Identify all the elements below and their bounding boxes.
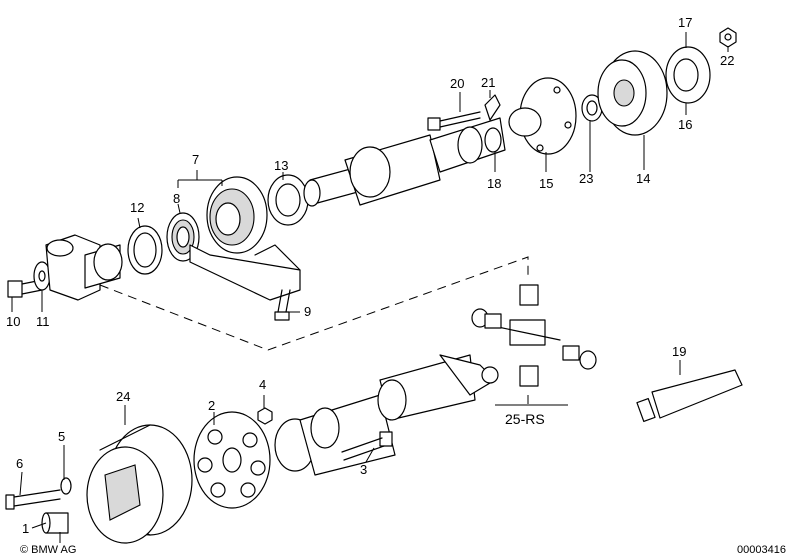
callout-24: 24	[116, 389, 130, 404]
callout-19: 19	[672, 344, 686, 359]
callout-25-rs: 25-RS	[505, 411, 545, 427]
callout-7: 7	[192, 152, 199, 167]
circlip-18	[484, 127, 502, 153]
grease-tube-19	[636, 369, 743, 423]
callout-23: 23	[579, 171, 593, 186]
drawing-number: 00003416	[737, 544, 786, 556]
callout-15: 15	[539, 176, 553, 191]
callout-3: 3	[360, 462, 367, 477]
callout-14: 14	[636, 171, 650, 186]
assembly-boundary-line	[99, 256, 529, 351]
bolt-3	[341, 431, 393, 461]
bolt-10	[7, 279, 43, 298]
nut-4	[257, 407, 273, 425]
callout-12: 12	[130, 200, 144, 215]
callout-6: 6	[16, 456, 23, 471]
ring-13	[267, 174, 309, 226]
coupling-disc-14	[597, 50, 668, 136]
copyright-text: © BMW AG	[20, 544, 76, 556]
flange-15	[508, 77, 577, 155]
flange-yoke	[45, 234, 123, 301]
callout-9: 9	[304, 304, 311, 319]
bolt-6	[5, 489, 61, 510]
bearing-23	[581, 94, 603, 122]
coupling-housing-24	[86, 424, 193, 544]
callout-5: 5	[58, 429, 65, 444]
callout-1: 1	[22, 521, 29, 536]
callout-18: 18	[487, 176, 501, 191]
callout-2: 2	[208, 398, 215, 413]
nut-22	[719, 27, 737, 48]
callout-20: 20	[450, 76, 464, 91]
center-bearing-7	[189, 176, 301, 301]
callout-21: 21	[481, 75, 495, 90]
washer-11	[33, 261, 51, 291]
seal-16	[665, 46, 711, 104]
flex-disc-2	[193, 411, 271, 509]
callout-4: 4	[259, 377, 266, 392]
callout-8: 8	[173, 191, 180, 206]
propeller-shaft-tube	[274, 354, 499, 476]
callout-16: 16	[678, 117, 692, 132]
callout-22: 22	[720, 53, 734, 68]
callout-11: 11	[36, 314, 50, 329]
universal-joint-25	[471, 284, 597, 387]
callout-13: 13	[274, 158, 288, 173]
bolt-20	[427, 111, 481, 131]
callout-17: 17	[678, 15, 692, 30]
callout-10: 10	[6, 314, 20, 329]
bolt-9	[274, 289, 291, 321]
washer-5	[60, 477, 72, 495]
splined-shaft	[303, 117, 506, 207]
clip-21	[484, 94, 501, 121]
leader-lines	[11, 32, 729, 543]
seal-ring-12	[127, 225, 163, 275]
